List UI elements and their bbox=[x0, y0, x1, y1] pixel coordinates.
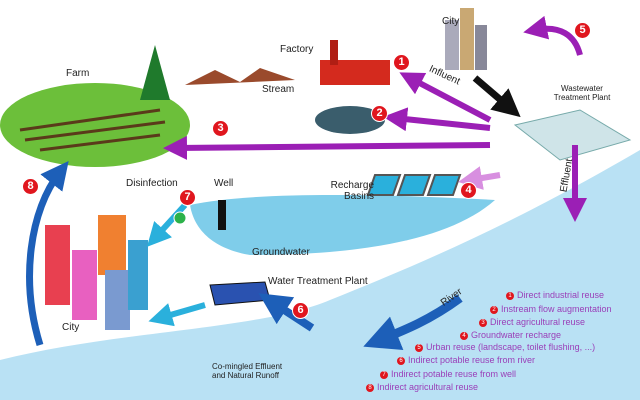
label-city-left: City bbox=[62, 322, 80, 333]
farm-illustration bbox=[0, 45, 190, 167]
label-city-top: City bbox=[442, 16, 460, 27]
wastewater-plant-illustration bbox=[513, 109, 632, 161]
badge-1: 1 bbox=[393, 54, 410, 71]
hills bbox=[185, 68, 295, 85]
label-recharge-basins: Recharge Basins bbox=[330, 180, 374, 202]
arrow-4 bbox=[458, 166, 501, 190]
factory-illustration bbox=[320, 40, 390, 85]
legend-text: Groundwater recharge bbox=[471, 330, 562, 340]
arrow-7 bbox=[146, 202, 188, 247]
arrow-1 bbox=[399, 72, 492, 123]
label-groundwater: Groundwater bbox=[252, 247, 310, 258]
stream-pond bbox=[315, 106, 385, 134]
badge-7: 7 bbox=[179, 189, 196, 206]
label-water-treatment-plant: Water Treatment Plant bbox=[268, 276, 368, 287]
recharge-basins-illustration bbox=[366, 174, 462, 196]
legend-number-badge: 5 bbox=[415, 343, 423, 352]
legend-number-badge: 6 bbox=[397, 356, 405, 365]
badge-4: 4 bbox=[460, 182, 477, 199]
badge-2: 2 bbox=[371, 105, 388, 122]
water-treatment-plant-illustration bbox=[209, 281, 271, 306]
legend-text: Indirect potable reuse from river bbox=[408, 355, 536, 365]
arrow-6 bbox=[258, 293, 315, 332]
legend-text: Direct industrial reuse bbox=[517, 290, 605, 300]
river bbox=[0, 150, 640, 400]
badge-5: 5 bbox=[574, 22, 591, 39]
arrow-3 bbox=[163, 135, 491, 160]
legend-number-badge: 1 bbox=[506, 291, 514, 300]
groundwater bbox=[190, 195, 495, 255]
legend-text: Indirect agricultural reuse bbox=[377, 382, 479, 392]
label-stream: Stream bbox=[262, 84, 295, 95]
legend-number-badge: 2 bbox=[490, 305, 498, 314]
arrow-influent bbox=[472, 75, 521, 118]
legend-text: Instream flow augmentation bbox=[501, 304, 612, 314]
label-comingled: Co-mingled Effluent and Natural Runoff bbox=[212, 362, 283, 380]
label-well: Well bbox=[214, 178, 234, 189]
arrow-wtp-city bbox=[148, 302, 206, 327]
label-farm: Farm bbox=[66, 68, 90, 79]
legend-text: Urban reuse (landscape, toilet flushing,… bbox=[426, 342, 596, 352]
badge-3: 3 bbox=[212, 120, 229, 137]
badge-8: 8 bbox=[22, 178, 39, 195]
disinfection-icon bbox=[173, 211, 187, 225]
label-disinfection: Disinfection bbox=[126, 178, 178, 189]
arrow-river bbox=[363, 294, 463, 351]
arrow-5 bbox=[523, 15, 583, 56]
city-top-illustration bbox=[445, 8, 487, 70]
legend-number-badge: 4 bbox=[460, 331, 468, 340]
badge-6: 6 bbox=[292, 302, 309, 319]
legend-text: Direct agricultural reuse bbox=[490, 317, 586, 327]
arrow-2 bbox=[383, 107, 491, 132]
arrow-8 bbox=[26, 161, 69, 347]
legend-text: Indirect potable reuse from well bbox=[391, 369, 517, 379]
legend-number-badge: 8 bbox=[366, 383, 374, 392]
legend-number-badge: 7 bbox=[380, 370, 388, 379]
well-illustration bbox=[218, 200, 226, 230]
label-factory: Factory bbox=[280, 44, 314, 55]
legend-number-badge: 3 bbox=[479, 318, 487, 327]
label-wastewater-plant: Wastewater Treatment Plant bbox=[553, 84, 611, 102]
city-left-illustration bbox=[45, 215, 148, 330]
